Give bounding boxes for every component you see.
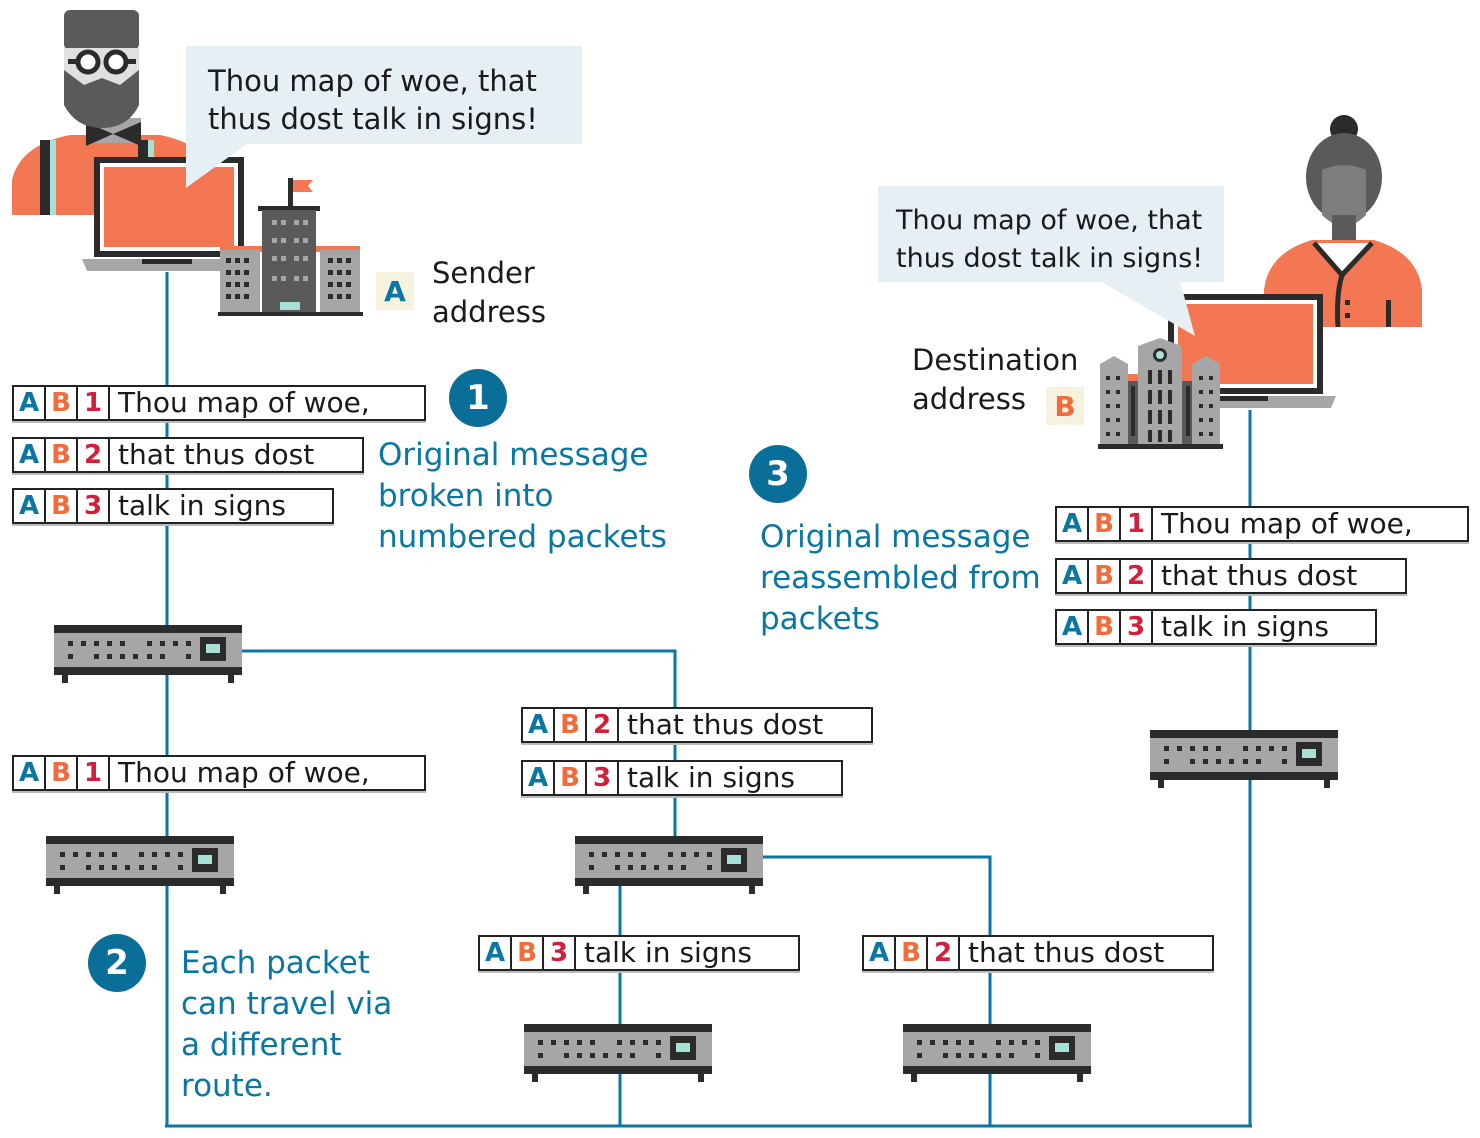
packet-sequence: 2: [78, 439, 110, 471]
packet: A B 1 Thou map of woe,: [1055, 506, 1469, 542]
packet-destination: B: [46, 490, 78, 522]
clock-tower-building-icon: [1098, 338, 1223, 449]
caption-line: a different: [181, 1027, 342, 1063]
packet-destination: B: [1089, 560, 1121, 592]
packet-destination: B: [1089, 508, 1121, 540]
packet-sequence: 2: [928, 937, 960, 969]
label-line: Destination: [912, 343, 1079, 377]
speech-line: thus dost talk in signs!: [896, 243, 1204, 274]
speech-bubble-tail: [1100, 281, 1195, 336]
packet-source: A: [523, 709, 555, 741]
packet-sequence: 3: [1121, 611, 1153, 643]
packet: A B 3 talk in signs: [521, 760, 843, 796]
caption-line: route.: [181, 1068, 273, 1104]
packet-sequence: 2: [1121, 560, 1153, 592]
step-1-caption: Original message broken into numbered pa…: [378, 435, 667, 558]
packet-source: A: [1057, 560, 1089, 592]
step-1-badge: 1: [449, 369, 507, 427]
speech-line: Thou map of woe, that: [208, 64, 537, 98]
route-line: [760, 855, 992, 1126]
packet-source: A: [523, 762, 555, 794]
packet-payload: talk in signs: [118, 489, 286, 522]
packet-payload: that thus dost: [627, 708, 824, 741]
step-2-caption: Each packet can travel via a different r…: [181, 943, 392, 1107]
sender-address-badge: A: [376, 272, 414, 310]
packet-destination: B: [46, 439, 78, 471]
packet-sequence: 2: [587, 709, 619, 741]
packet-source: A: [14, 490, 46, 522]
packet-payload: Thou map of woe,: [118, 386, 370, 419]
packet-destination: B: [555, 762, 587, 794]
caption-line: Original message: [378, 437, 649, 473]
packet-sequence: 1: [78, 387, 110, 419]
speech-bubble-tail: [186, 143, 248, 188]
packet: A B 2 that thus dost: [12, 437, 364, 473]
packet-payload: talk in signs: [584, 936, 752, 969]
packet-sequence: 1: [78, 757, 110, 789]
caption-line: Original message: [760, 519, 1031, 555]
laptop-icon: [1168, 294, 1336, 408]
destination-address-badge: B: [1046, 387, 1084, 425]
caption-line: reassembled from: [760, 560, 1041, 596]
label-line: address: [912, 382, 1026, 416]
caption-line: broken into: [378, 478, 554, 514]
speech-line: thus dost talk in signs!: [208, 102, 538, 136]
step-3-badge: 3: [749, 445, 807, 503]
packet: A B 1 Thou map of woe,: [12, 385, 426, 421]
packet-source: A: [14, 439, 46, 471]
packet: A B 3 talk in signs: [1055, 609, 1377, 645]
packet-source: A: [14, 387, 46, 419]
sender-speech-bubble: Thou map of woe, that thus dost talk in …: [186, 46, 582, 144]
packet-destination: B: [1089, 611, 1121, 643]
sender-address-label: Sender address: [432, 254, 546, 332]
network-router-icon: [46, 836, 234, 894]
packet-source: A: [480, 937, 512, 969]
receiver-speech-bubble: Thou map of woe, that thus dost talk in …: [878, 186, 1224, 282]
packet-destination: B: [896, 937, 928, 969]
packet-destination: B: [512, 937, 544, 969]
laptop-icon: [82, 157, 252, 271]
packet-sequence: 3: [544, 937, 576, 969]
caption-line: numbered packets: [378, 519, 667, 555]
packet-source: A: [14, 757, 46, 789]
packet-sequence: 3: [78, 490, 110, 522]
packet: A B 2 that thus dost: [862, 935, 1214, 971]
packet-source: A: [1057, 508, 1089, 540]
network-router-icon: [1150, 730, 1338, 788]
packet-payload: that thus dost: [1161, 559, 1358, 592]
caption-line: packets: [760, 601, 880, 637]
network-router-icon: [575, 836, 763, 894]
network-router-icon: [524, 1024, 712, 1082]
packet-sequence: 3: [587, 762, 619, 794]
packet: A B 3 talk in signs: [478, 935, 800, 971]
packet-destination: B: [555, 709, 587, 741]
caption-line: Each packet: [181, 945, 370, 981]
office-building-with-flag-icon: [218, 178, 363, 316]
label-line: Sender: [432, 256, 535, 290]
speech-line: Thou map of woe, that: [896, 205, 1203, 236]
packet-destination: B: [46, 757, 78, 789]
packet-payload: that thus dost: [118, 438, 315, 471]
packet-sequence: 1: [1121, 508, 1153, 540]
packet: A B 1 Thou map of woe,: [12, 755, 426, 791]
label-line: address: [432, 295, 546, 329]
packet-source: A: [864, 937, 896, 969]
packet: A B 2 that thus dost: [521, 707, 873, 743]
packet: A B 2 that thus dost: [1055, 558, 1407, 594]
network-router-icon: [54, 625, 242, 683]
packet-payload: talk in signs: [627, 761, 795, 794]
packet-payload: talk in signs: [1161, 610, 1329, 643]
step-3-caption: Original message reassembled from packet…: [760, 517, 1041, 640]
packet-payload: Thou map of woe,: [118, 756, 370, 789]
packet-source: A: [1057, 611, 1089, 643]
destination-address-label: Destination address: [912, 341, 1078, 419]
caption-line: can travel via: [181, 986, 393, 1022]
step-2-badge: 2: [88, 934, 146, 992]
packet-payload: that thus dost: [968, 936, 1165, 969]
packet: A B 3 talk in signs: [12, 488, 334, 524]
network-router-icon: [903, 1024, 1091, 1082]
packet-destination: B: [46, 387, 78, 419]
packet-payload: Thou map of woe,: [1161, 507, 1413, 540]
